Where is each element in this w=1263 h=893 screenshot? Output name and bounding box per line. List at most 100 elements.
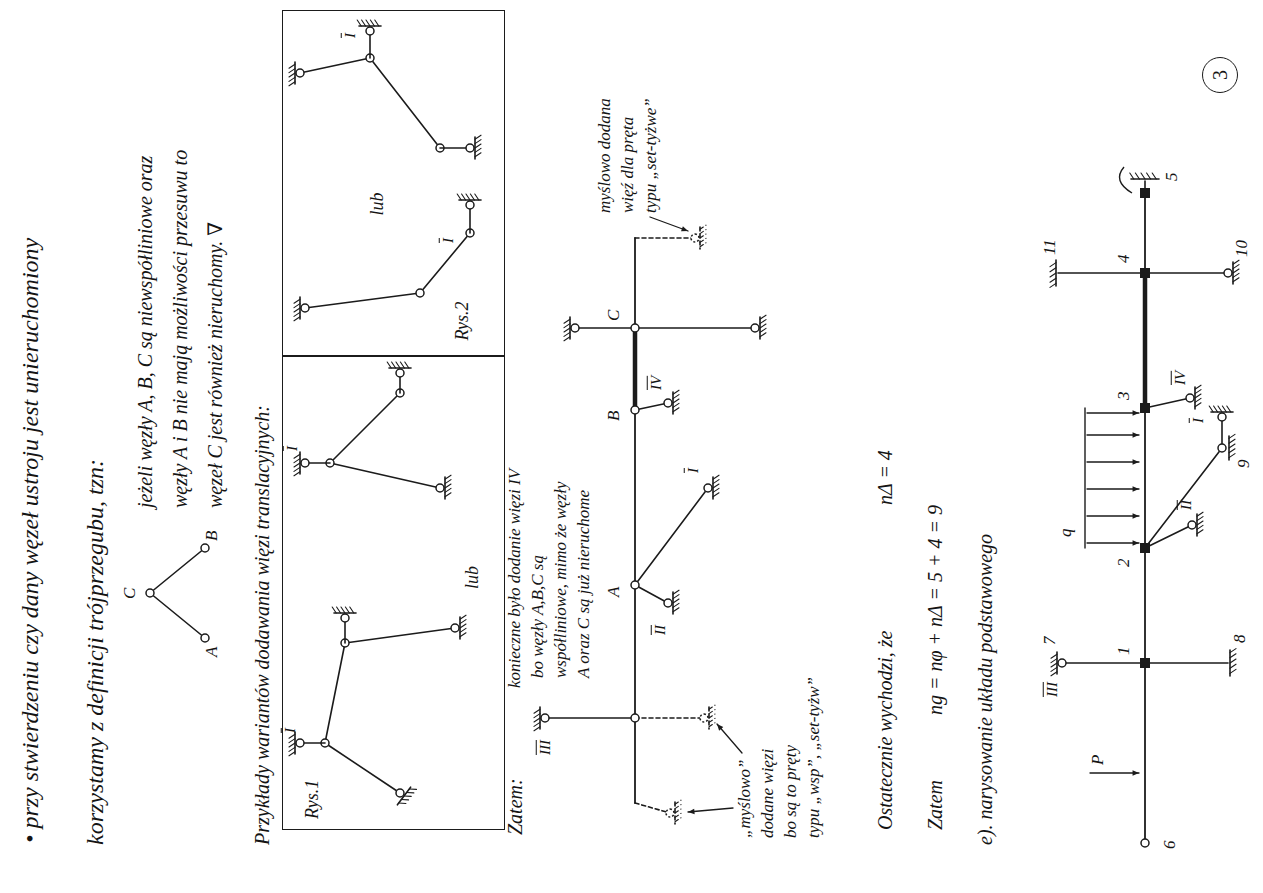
callout-label: P xyxy=(1089,755,1108,765)
callout-label: C xyxy=(121,588,140,599)
support-hatch xyxy=(405,362,409,368)
note-text: e). narysowanie układu podstawowego xyxy=(974,534,996,845)
support-link xyxy=(1145,525,1192,548)
support-hatch xyxy=(1135,173,1139,179)
note-text: myślowo dodana xyxy=(596,98,615,213)
bar-line xyxy=(1145,448,1222,548)
support-hatch xyxy=(1233,273,1239,277)
hinge-circle xyxy=(664,399,672,407)
hinge-circle xyxy=(1141,839,1149,847)
beam-line xyxy=(1144,193,1146,273)
support-hatch xyxy=(289,69,295,73)
support-hatch xyxy=(760,315,766,319)
support-hatch xyxy=(1229,449,1235,453)
hinge-circle xyxy=(451,624,459,632)
support-hatch xyxy=(673,399,679,403)
support-hatch xyxy=(700,230,706,234)
callout-label: A xyxy=(203,647,222,657)
support-hatch xyxy=(760,328,766,332)
support-hatch xyxy=(675,805,681,809)
support-hatch xyxy=(294,304,300,308)
hinge-circle xyxy=(691,234,699,242)
hinge-circle xyxy=(341,614,349,622)
support-hatch xyxy=(404,795,411,797)
support-hatch xyxy=(673,403,679,407)
support-hatch xyxy=(392,362,396,368)
support-hatch xyxy=(401,799,408,800)
callout-label: B xyxy=(203,531,222,541)
hinge-circle xyxy=(146,589,154,597)
support-hatch xyxy=(396,362,400,368)
note-text: lub xyxy=(368,193,388,216)
hinge-circle xyxy=(296,739,304,747)
support-hatch xyxy=(709,710,715,714)
support-hatch xyxy=(534,718,540,722)
support-hatch xyxy=(673,603,679,607)
beam-line xyxy=(634,410,636,803)
hinge-circle xyxy=(631,581,639,589)
support-hatch xyxy=(400,362,404,368)
leader-arrow xyxy=(650,217,688,231)
bar-line xyxy=(330,393,400,463)
callout-label: 10 xyxy=(1233,240,1252,257)
support-hatch xyxy=(760,324,766,328)
support-hatch xyxy=(1230,669,1236,673)
hinge-circle xyxy=(396,369,404,377)
note-text: konieczne było dodanie więzi IV xyxy=(506,469,525,688)
support-hatch xyxy=(1197,512,1203,516)
page-number: 3 xyxy=(1202,57,1238,93)
support-hatch xyxy=(294,454,300,458)
support-hatch xyxy=(675,800,681,804)
support-hatch xyxy=(294,459,300,463)
support-hatch xyxy=(460,620,466,624)
bar-line xyxy=(325,643,345,743)
arrow-head xyxy=(1133,770,1139,775)
note-text: • przy stwierdzeniu czy dany węzeł ustro… xyxy=(17,238,43,843)
support-hatch xyxy=(1229,439,1235,443)
support-hatch xyxy=(399,802,406,804)
example-panel: Rys.1lub xyxy=(282,355,505,830)
bar-line xyxy=(330,463,440,488)
support-hatch xyxy=(1222,406,1226,412)
note-text: korzystamy z definicji trójprzegubu, tzn… xyxy=(82,459,108,845)
callout-label: 3 xyxy=(1115,392,1134,401)
hinge-circle xyxy=(1218,413,1226,421)
support-hatch xyxy=(1051,659,1057,663)
hinge-circle xyxy=(201,634,209,642)
hinge-circle xyxy=(1058,659,1066,667)
support-hatch xyxy=(294,472,300,476)
callout-label: C xyxy=(605,310,624,321)
support-hatch xyxy=(564,332,570,336)
note-text: więź dla pręta xyxy=(619,117,638,213)
support-hatch xyxy=(1233,260,1239,264)
note-text: lub xyxy=(463,566,483,589)
support-hatch xyxy=(534,709,540,713)
support-hatch xyxy=(470,194,474,200)
support-hatch xyxy=(289,752,295,756)
support-hatch xyxy=(294,317,300,321)
bar-line xyxy=(305,293,420,308)
callout-label: 2 xyxy=(1115,559,1134,568)
support-hatch xyxy=(1130,173,1134,179)
callout-label: 6 xyxy=(1161,841,1180,850)
bar-line xyxy=(325,743,400,793)
hinge-circle xyxy=(704,484,712,492)
support-hatch xyxy=(709,705,715,709)
callout-label: III xyxy=(1044,682,1061,697)
support-hatch xyxy=(673,408,679,412)
support-hatch xyxy=(700,238,706,242)
support-hatch xyxy=(350,607,354,613)
hinge-circle xyxy=(201,544,209,552)
support-hatch xyxy=(673,590,679,594)
note-text: typu „set-tyżwe” xyxy=(642,98,661,213)
hinge-circle xyxy=(466,201,474,209)
support-hatch xyxy=(675,813,681,817)
support-hatch xyxy=(289,82,295,86)
beam-line xyxy=(634,238,636,328)
callout-label: A xyxy=(605,587,624,597)
arrow-head xyxy=(1133,540,1139,545)
support-hatch xyxy=(1230,649,1236,653)
callout-label: Zatem xyxy=(924,780,946,830)
support-hatch xyxy=(1229,444,1235,448)
